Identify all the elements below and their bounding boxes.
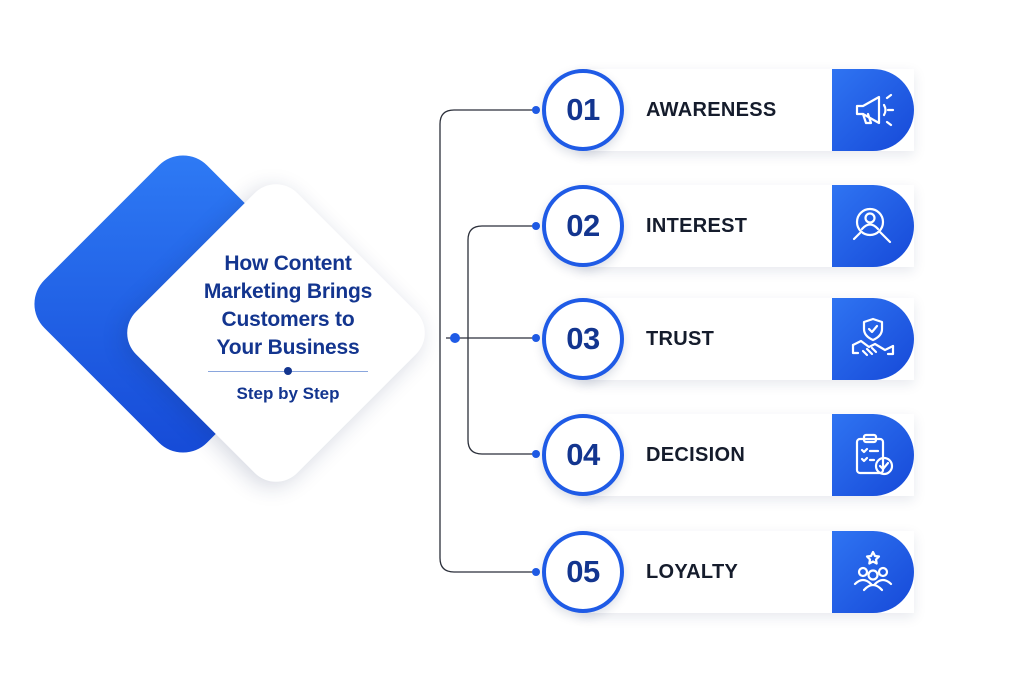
step-number: 05 — [566, 554, 600, 589]
connector-inner — [467, 225, 536, 455]
connector-dot-03 — [532, 334, 540, 342]
step-icon-tab — [832, 531, 914, 613]
step-number-circle: 04 — [542, 414, 624, 496]
diamond-title-line: Customers to — [221, 308, 355, 331]
connector-outer — [439, 109, 536, 573]
diamond-title-line: Your Business — [216, 336, 360, 359]
diamond-subtitle: Step by Step — [236, 384, 340, 403]
step-decision: 04 DECISION — [542, 414, 914, 496]
step-number-circle: 05 — [542, 531, 624, 613]
step-number: 03 — [566, 321, 600, 356]
step-trust: 03 TRUST — [542, 298, 914, 380]
step-number: 02 — [566, 208, 600, 243]
diamond-title-line: Marketing Brings — [203, 280, 373, 303]
step-loyalty: 05 LOYALTY — [542, 531, 914, 613]
connector-dot-01 — [532, 106, 540, 114]
step-icon-tab — [832, 298, 914, 380]
divider-dot — [284, 367, 292, 375]
connector-dot-05 — [532, 568, 540, 576]
step-label: INTEREST — [646, 215, 748, 237]
step-number-circle: 02 — [542, 185, 624, 267]
diamond-title-line: How Content — [224, 252, 352, 275]
megaphone-icon — [855, 93, 895, 127]
step-number-circle: 03 — [542, 298, 624, 380]
diamond-divider — [208, 364, 368, 378]
search-person-icon — [852, 207, 892, 244]
step-interest: 02 INTEREST — [542, 185, 914, 267]
step-icon-tab — [832, 69, 914, 151]
step-icon-tab — [832, 185, 914, 267]
connector-dot-02 — [532, 222, 540, 230]
step-label: DECISION — [646, 444, 746, 466]
step-number: 01 — [566, 92, 600, 127]
step-number: 04 — [566, 437, 600, 472]
step-label: TRUST — [646, 328, 715, 350]
diamond-title: How Content Marketing Brings Customers t… — [190, 250, 386, 362]
clipboard-check-icon — [855, 433, 894, 476]
community-icon — [853, 550, 893, 592]
step-icon-tab — [832, 414, 914, 496]
connector-hub-dot — [450, 333, 460, 343]
step-label: LOYALTY — [646, 561, 739, 583]
step-awareness: 01 AWARENESS — [542, 69, 914, 151]
step-number-circle: 01 — [542, 69, 624, 151]
connector-dot-04 — [532, 450, 540, 458]
step-label: AWARENESS — [646, 99, 777, 121]
diamond-content: How Content Marketing Brings Customers t… — [190, 250, 386, 404]
handshake-shield-icon — [851, 317, 895, 357]
